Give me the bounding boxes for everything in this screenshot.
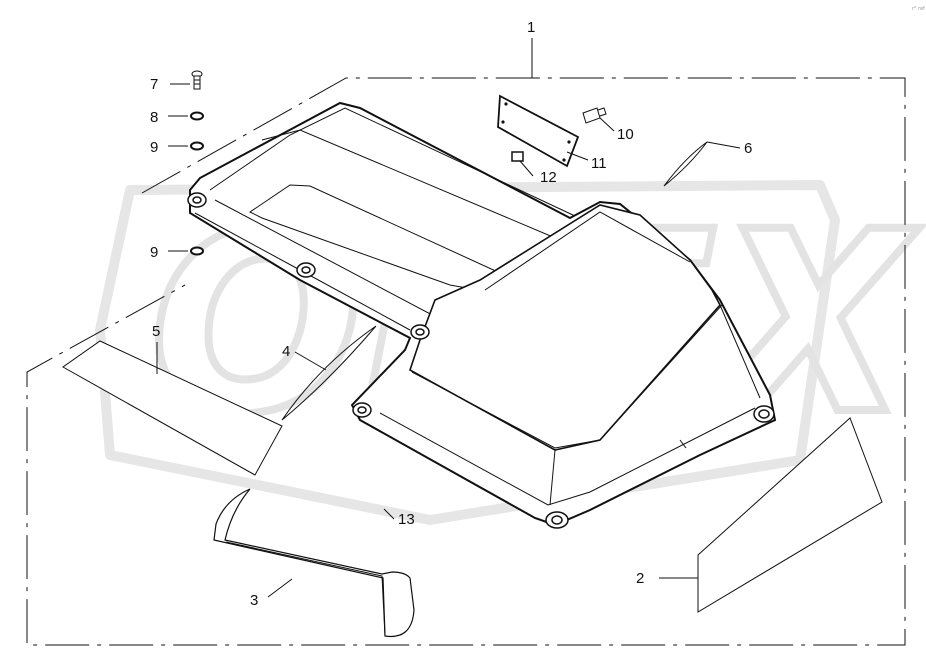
callout-6: 6 — [744, 140, 752, 157]
part-3-bumper — [213, 488, 415, 638]
leader-lines — [156, 38, 741, 598]
callout-11: 11 — [591, 155, 607, 172]
part-11-plate — [497, 94, 580, 168]
corner-mark: r° ref — [912, 6, 925, 12]
part-5-panel — [62, 340, 283, 476]
part-8-washer — [190, 111, 204, 121]
roof-assembly — [187, 101, 777, 529]
callout-12: 12 — [540, 169, 557, 186]
callout-4: 4 — [282, 343, 290, 360]
callout-9b: 9 — [150, 244, 158, 261]
mount-bosses — [187, 192, 775, 529]
callout-7: 7 — [150, 76, 158, 93]
part-4-strip — [281, 325, 377, 421]
part-9-washer-upper — [190, 141, 204, 151]
part-2-glass — [697, 417, 883, 613]
callout-1: 1 — [527, 19, 535, 36]
callout-9a: 9 — [150, 139, 158, 156]
assembly-boundary — [26, 77, 906, 646]
part-3-edge — [225, 541, 386, 637]
callout-2: 2 — [636, 570, 644, 587]
callout-13: 13 — [398, 511, 415, 528]
part-7-bolt — [191, 70, 203, 90]
callout-5: 5 — [152, 323, 160, 340]
callout-3: 3 — [250, 592, 258, 609]
part-6-strip — [663, 141, 708, 187]
callout-10: 10 — [617, 126, 634, 143]
part-12-clip — [511, 151, 524, 162]
callouts: 1 2 3 4 5 6 7 8 9 9 10 11 12 13 — [150, 19, 752, 609]
callout-8: 8 — [150, 109, 158, 126]
hardware-stack — [190, 70, 204, 256]
part-9-washer-lower — [190, 246, 204, 256]
